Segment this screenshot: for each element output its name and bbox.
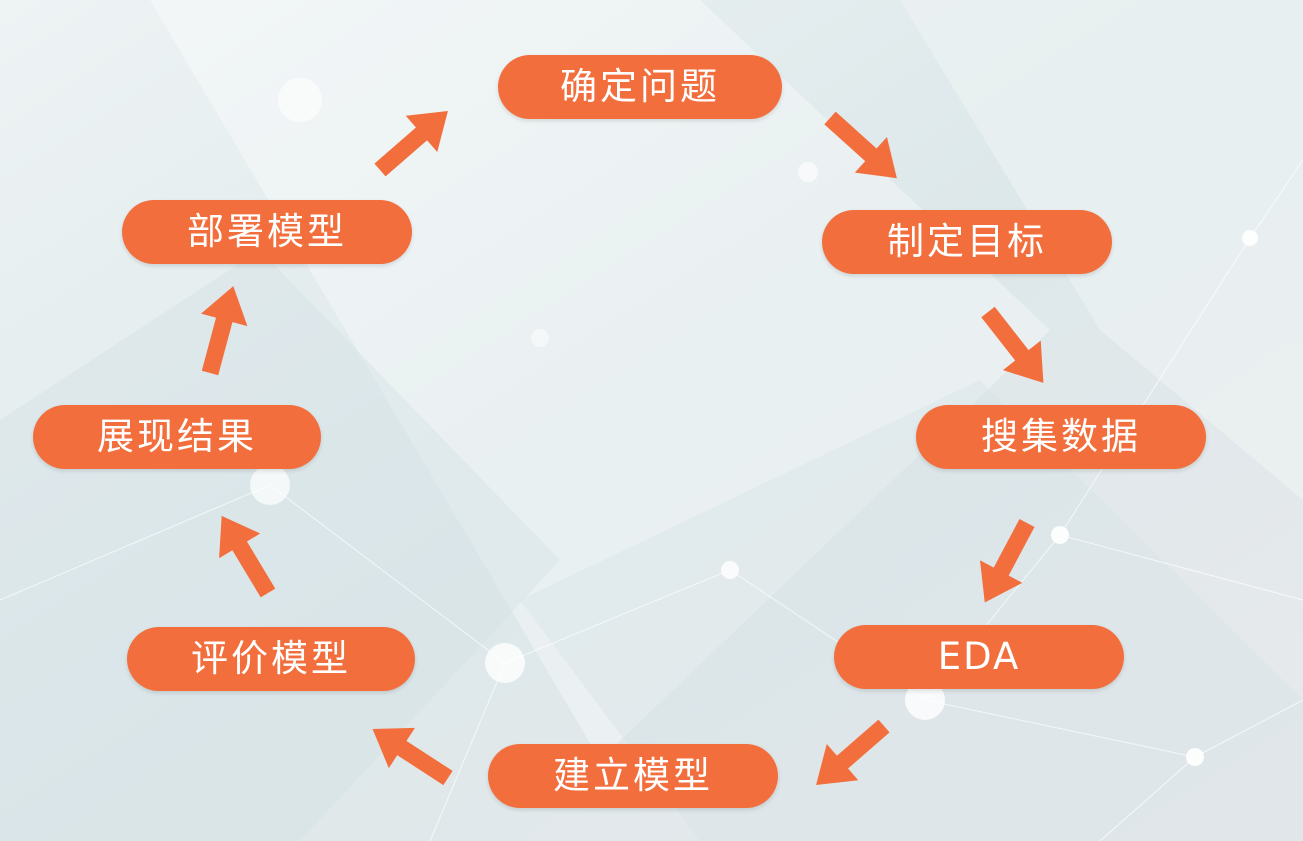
arrow-deploy-to-define <box>364 92 464 189</box>
arrow-collect-to-eda <box>963 511 1049 614</box>
arrow-build-to-evaluate <box>359 708 462 799</box>
step-collect-data: 搜集数据 <box>916 405 1206 469</box>
step-define-problem: 确定问题 <box>498 55 782 119</box>
arrow-goal-to-collect <box>969 297 1063 398</box>
step-deploy-model: 部署模型 <box>122 200 412 264</box>
step-build-model: 建立模型 <box>488 744 778 808</box>
step-show-results: 展现结果 <box>33 405 321 469</box>
step-eda: EDA <box>834 625 1124 689</box>
arrow-eda-to-build <box>800 707 900 804</box>
arrow-evaluate-to-show <box>201 503 289 606</box>
step-evaluate-model: 评价模型 <box>127 627 415 691</box>
arrow-show-to-deploy <box>186 279 257 380</box>
step-set-goal: 制定目标 <box>822 210 1112 274</box>
arrow-define-to-goal <box>813 100 913 197</box>
